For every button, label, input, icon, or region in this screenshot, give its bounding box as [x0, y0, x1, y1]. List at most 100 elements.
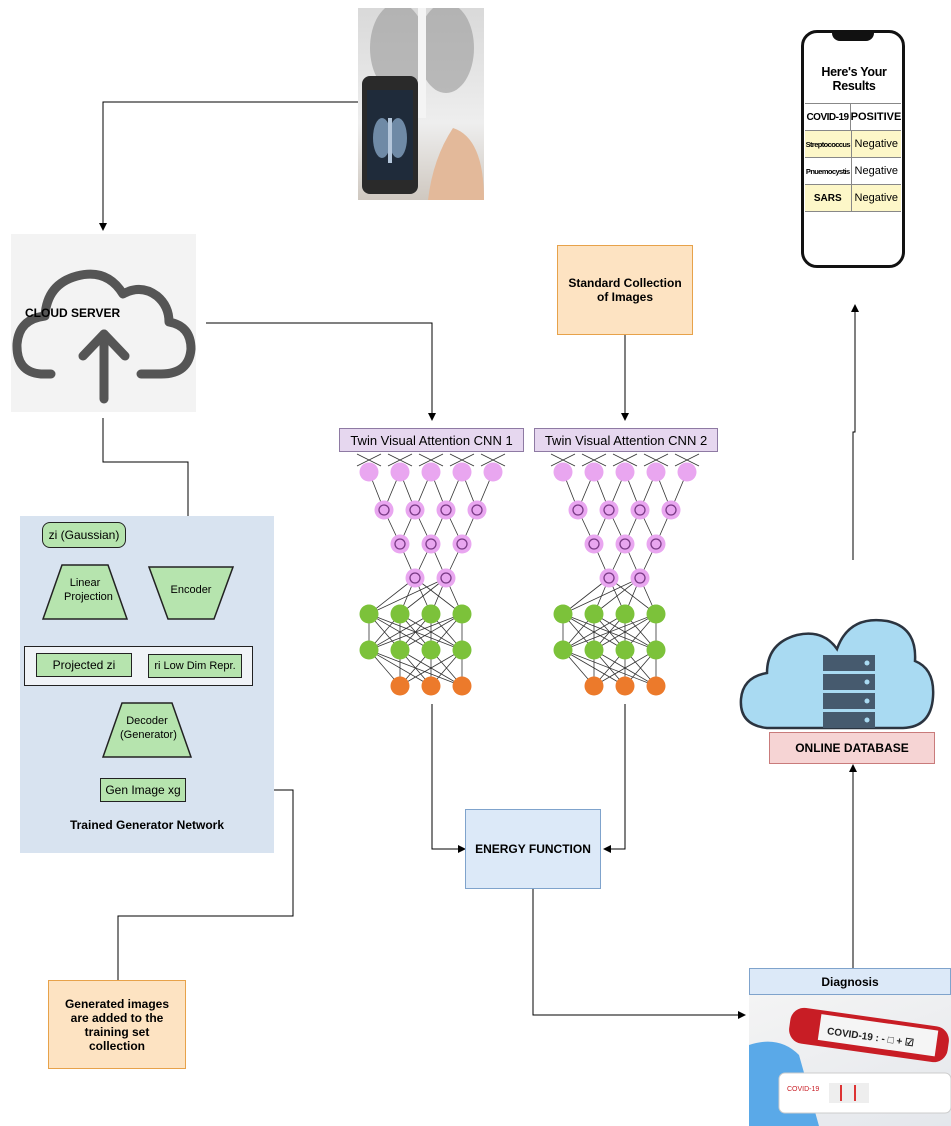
result-row: Streptococcus Negative: [805, 130, 901, 157]
cnn-node: [390, 604, 410, 624]
cnn-node: [452, 462, 472, 482]
cnn-node: [584, 676, 604, 696]
cnn-node-ring: [634, 504, 646, 516]
diagnosis-label: Diagnosis: [749, 968, 951, 995]
gen-image-box: Gen Image xg: [100, 778, 186, 802]
cnn-node: [421, 676, 441, 696]
standard-collection-box: Standard Collection of Images: [557, 245, 693, 335]
gen-image-label: Gen Image xg: [105, 783, 181, 797]
xray-illustration: [362, 8, 484, 200]
cnn-edge: [418, 453, 444, 467]
online-database-label: ONLINE DATABASE: [769, 732, 935, 764]
cnn-node-ring: [378, 504, 390, 516]
cnn-node: [646, 534, 666, 554]
cnn-edge: [399, 649, 463, 687]
cnn-node: [390, 534, 410, 554]
cnn-node-ring: [440, 504, 452, 516]
result-row: SARS Negative: [805, 184, 901, 211]
results-phone: Here's Your Results COVID-19 POSITIVE St…: [801, 30, 905, 268]
cnn-node: [405, 568, 425, 588]
encoder-label: Encoder: [170, 584, 212, 596]
test-kit-illustration: COVID-19 : - □ + ☑ COVID-19: [749, 1007, 951, 1126]
cnn-node: [359, 604, 379, 624]
low-dim-repr-label: ri Low Dim Repr.: [154, 660, 236, 672]
cnn-edge: [643, 453, 669, 467]
cnn-node: [553, 604, 573, 624]
result-value: Negative: [850, 185, 901, 211]
cnn-node: [421, 640, 441, 660]
cnn-edge: [368, 613, 463, 651]
cnn-node-ring: [665, 504, 677, 516]
cnn-node: [374, 500, 394, 520]
phone-results-table: COVID-19 POSITIVE Streptococcus Negative…: [805, 103, 901, 212]
generated-images-box: Generated images are added to the traini…: [48, 980, 186, 1069]
cnn-node: [646, 604, 666, 624]
cnn-node-ring: [650, 538, 662, 550]
cnn-node: [646, 462, 666, 482]
cnn-node: [436, 568, 456, 588]
cnn-edge: [581, 453, 607, 467]
result-name: Streptococcus: [805, 139, 851, 149]
cnn-node-ring: [588, 538, 600, 550]
linear-projection-shape: [42, 564, 128, 620]
result-value: POSITIVE: [850, 104, 901, 130]
cnn-edge: [612, 453, 638, 467]
cnn-node: [421, 462, 441, 482]
linear-projection-label: Linear Projection: [64, 577, 113, 603]
cnn-edge: [387, 453, 413, 467]
cnn1-network: [356, 453, 506, 696]
cloud-database-icon: [739, 618, 935, 730]
cnn1-label: Twin Visual Attention CNN 1: [339, 428, 524, 452]
xray-phone-photo: [358, 8, 484, 200]
cnn-edge: [368, 577, 447, 615]
cnn-node: [452, 640, 472, 660]
result-name: SARS: [813, 192, 842, 204]
cnn-node-ring: [409, 504, 421, 516]
online-database-cloud: [737, 603, 937, 733]
cnn-edge: [562, 577, 641, 615]
cnn-node: [359, 640, 379, 660]
phone-notch: [832, 32, 874, 41]
cnn-edge: [368, 577, 416, 615]
cnn-node-ring: [634, 572, 646, 584]
cloud-upload-icon: [12, 269, 196, 404]
cnn-node-ring: [572, 504, 584, 516]
cnn-node: [467, 500, 487, 520]
result-name: COVID-19: [806, 111, 849, 123]
cnn-edge: [368, 613, 432, 651]
cnn-edge: [593, 613, 657, 651]
cnn-edge: [480, 453, 506, 467]
cnn-node: [553, 462, 573, 482]
cnn-node-ring: [409, 572, 421, 584]
generator-network-title: Trained Generator Network: [69, 818, 225, 832]
cnn-node: [677, 462, 697, 482]
cnn-node: [452, 604, 472, 624]
cnn-edge: [356, 453, 382, 467]
cnn-node: [584, 640, 604, 660]
cnn-node: [661, 500, 681, 520]
cnn-node: [390, 640, 410, 660]
cnn-node: [452, 534, 472, 554]
cnn-node: [599, 568, 619, 588]
cnn-node: [599, 500, 619, 520]
cnn-edge: [593, 577, 641, 615]
cnn-node: [553, 640, 573, 660]
cnn-node: [421, 534, 441, 554]
cnn-node: [615, 640, 635, 660]
cnn-edge: [399, 613, 463, 651]
cnn-node: [630, 500, 650, 520]
cnn-edge: [593, 649, 657, 687]
cnn-node-ring: [471, 504, 483, 516]
test-strip-label: COVID-19: [787, 1086, 819, 1093]
low-dim-repr-box: ri Low Dim Repr.: [148, 654, 242, 678]
result-value: Negative: [850, 131, 901, 157]
generator-network-panel: zi (Gaussian) Linear Projection Encoder …: [20, 516, 274, 853]
cnn-node: [405, 500, 425, 520]
cnn-node-ring: [603, 572, 615, 584]
z-gaussian-box: zi (Gaussian): [42, 522, 126, 548]
cnn-node-ring: [456, 538, 468, 550]
cnn-node: [359, 462, 379, 482]
result-name: Pnuemocystis: [805, 166, 850, 176]
cnn-edge: [399, 577, 447, 615]
cloud-server-label: CLOUD SERVER: [25, 306, 121, 320]
